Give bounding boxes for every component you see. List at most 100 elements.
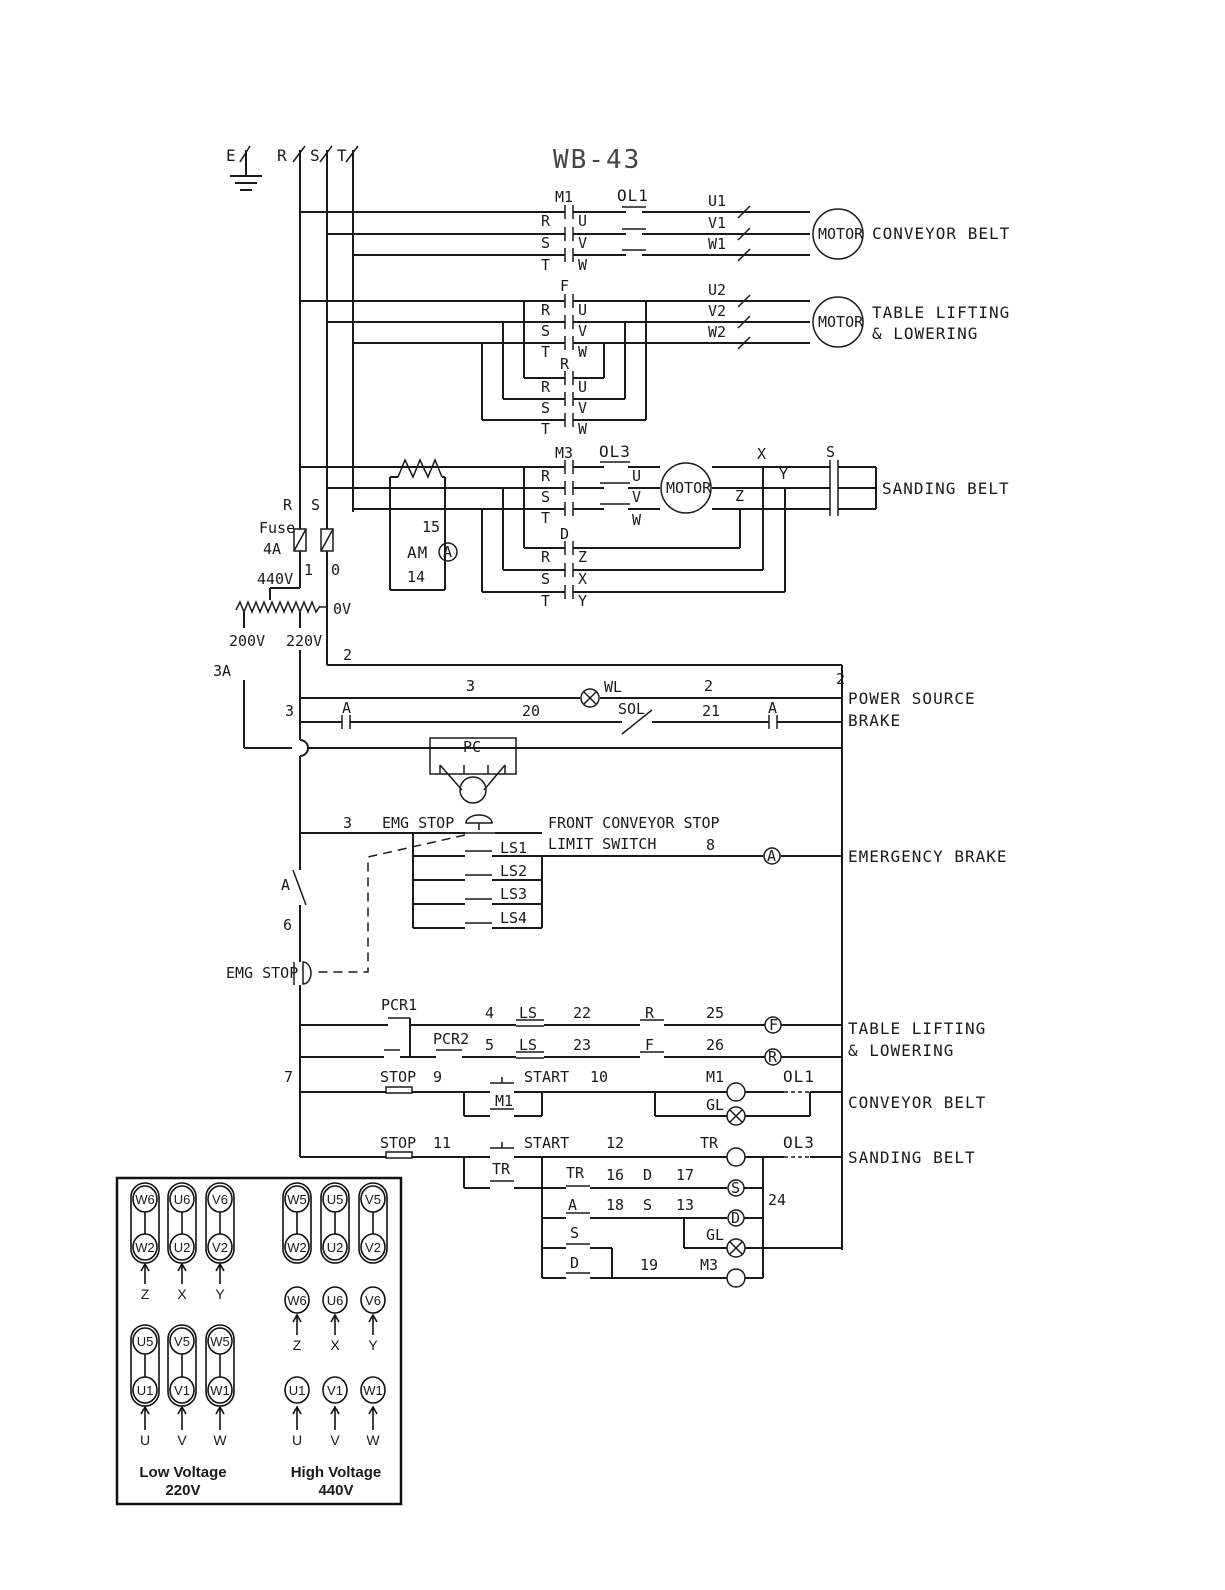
svg-text:440V: 440V — [257, 570, 293, 588]
svg-text:Z: Z — [735, 487, 744, 505]
svg-text:T: T — [541, 256, 550, 274]
terminal-arrow-label: Y — [368, 1337, 378, 1353]
terminal-W5 — [284, 1185, 310, 1213]
svg-text:EMG STOP: EMG STOP — [226, 964, 298, 982]
svg-text:TR: TR — [492, 1160, 511, 1178]
terminal-arrow-label: V — [330, 1432, 340, 1448]
svg-text:3: 3 — [285, 702, 294, 720]
svg-text:T: T — [337, 146, 348, 165]
svg-text:R: R — [277, 146, 288, 165]
svg-text:V1: V1 — [708, 214, 726, 232]
terminal-label: U6 — [327, 1293, 344, 1308]
terminal-label: V6 — [212, 1192, 228, 1207]
svg-text:S: S — [643, 1196, 652, 1214]
svg-text:20: 20 — [522, 702, 540, 720]
svg-text:W: W — [578, 256, 588, 274]
conveyor-belt-label: CONVEYOR BELT — [872, 224, 1010, 243]
terminal-V1 — [322, 1376, 348, 1404]
terminal-W5 — [207, 1327, 233, 1355]
svg-text:D: D — [570, 1254, 579, 1272]
svg-text:PC: PC — [463, 738, 481, 756]
svg-text:U: U — [578, 378, 587, 396]
svg-text:17: 17 — [676, 1166, 694, 1184]
svg-text:4A: 4A — [263, 540, 281, 558]
conveyor-ctrl-label: CONVEYOR BELT — [848, 1093, 986, 1112]
svg-text:W: W — [632, 511, 642, 529]
terminal-label: V1 — [327, 1383, 343, 1398]
terminal-label: W5 — [210, 1334, 230, 1349]
terminal-label: W6 — [135, 1192, 155, 1207]
conveyor-motor-symbol — [812, 208, 864, 260]
terminal-V6 — [360, 1286, 386, 1314]
low-voltage-caption: Low Voltage — [139, 1464, 226, 1481]
svg-text:A: A — [443, 543, 452, 561]
svg-text:21: 21 — [702, 702, 720, 720]
svg-text:11: 11 — [433, 1134, 451, 1152]
terminal-label: U1 — [289, 1383, 306, 1398]
svg-text:M1: M1 — [495, 1092, 513, 1110]
svg-text:15: 15 — [422, 518, 440, 536]
svg-text:2: 2 — [704, 677, 713, 695]
svg-text:GL: GL — [706, 1096, 724, 1114]
svg-text:WL: WL — [604, 678, 622, 696]
svg-text:F: F — [769, 1016, 778, 1034]
svg-text:V: V — [578, 234, 587, 252]
svg-text:12: 12 — [606, 1134, 624, 1152]
terminal-label: V2 — [365, 1240, 381, 1255]
svg-text:T: T — [541, 592, 550, 610]
terminal-label: W2 — [135, 1240, 155, 1255]
sanding-motor-symbol — [660, 462, 712, 514]
brake-label: BRAKE — [848, 711, 901, 730]
svg-text:S: S — [310, 146, 321, 165]
svg-text:4: 4 — [485, 1004, 494, 1022]
terminal-arrow-label: X — [177, 1286, 187, 1302]
terminal-arrow-label: Y — [215, 1286, 225, 1302]
svg-text:OL3: OL3 — [783, 1133, 815, 1152]
svg-text:PCR2: PCR2 — [433, 1030, 469, 1048]
svg-text:X: X — [578, 570, 587, 588]
svg-text:E: E — [226, 146, 237, 165]
svg-text:W1: W1 — [708, 235, 726, 253]
terminal-arrow-label: X — [330, 1337, 340, 1353]
svg-text:5: 5 — [485, 1036, 494, 1054]
svg-text:2: 2 — [343, 646, 352, 664]
svg-text:9: 9 — [433, 1068, 442, 1086]
terminal-U6 — [169, 1185, 195, 1213]
svg-text:T: T — [541, 343, 550, 361]
svg-text:R: R — [645, 1004, 655, 1022]
svg-text:U1: U1 — [708, 192, 726, 210]
svg-text:1: 1 — [304, 561, 313, 579]
sanding-ctrl-label: SANDING BELT — [848, 1148, 976, 1167]
svg-text:GL: GL — [706, 1226, 724, 1244]
limit-switch-rows: LS1 LS2 LS3 LS4 — [413, 839, 542, 929]
svg-text:8: 8 — [706, 836, 715, 854]
svg-text:S: S — [731, 1179, 740, 1197]
svg-text:26: 26 — [706, 1036, 724, 1054]
terminal-U1 — [132, 1376, 158, 1404]
terminal-label: W6 — [287, 1293, 307, 1308]
svg-text:M3: M3 — [700, 1256, 718, 1274]
svg-text:3: 3 — [466, 677, 475, 695]
svg-text:W2: W2 — [708, 323, 726, 341]
svg-text:A: A — [342, 699, 351, 717]
terminal-label: W5 — [287, 1192, 307, 1207]
svg-text:LS2: LS2 — [500, 862, 527, 880]
svg-text:W: W — [578, 343, 588, 361]
terminal-U2 — [322, 1233, 348, 1261]
terminal-U1 — [284, 1376, 310, 1404]
svg-text:X: X — [757, 445, 766, 463]
diagram-title: WB-43 — [553, 145, 641, 175]
svg-text:24: 24 — [768, 1191, 786, 1209]
svg-text:LS: LS — [519, 1036, 537, 1054]
terminal-arrow-label: W — [213, 1432, 227, 1448]
terminal-arrow-label: U — [292, 1432, 302, 1448]
terminal-V2 — [360, 1233, 386, 1261]
svg-text:S: S — [541, 322, 550, 340]
svg-text:R: R — [283, 496, 293, 514]
svg-text:M1: M1 — [706, 1068, 724, 1086]
svg-text:14: 14 — [407, 568, 425, 586]
svg-text:S: S — [541, 399, 550, 417]
terminal-label: U1 — [137, 1383, 154, 1398]
svg-text:U: U — [578, 212, 587, 230]
